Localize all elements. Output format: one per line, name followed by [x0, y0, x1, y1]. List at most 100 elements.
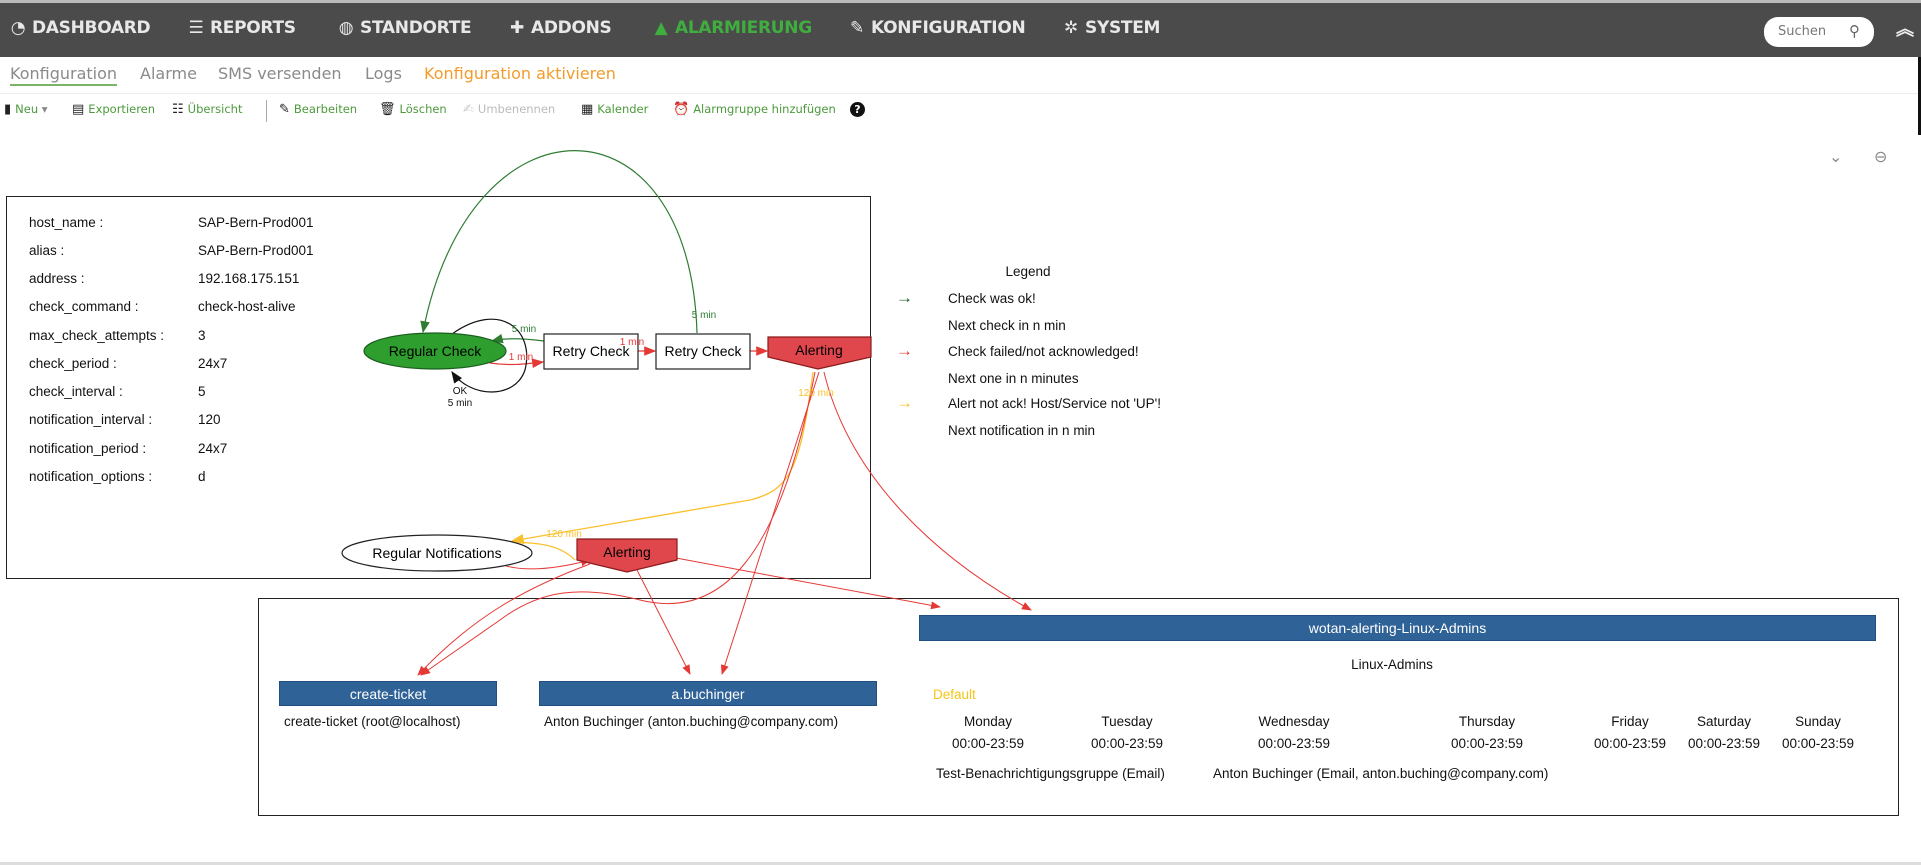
- edge-label: 5 min: [692, 310, 716, 321]
- edge-alerting2-to-group: [675, 557, 941, 610]
- host-value: SAP-Bern-Prod001: [198, 215, 314, 230]
- edge-label: 1 min: [620, 337, 644, 348]
- day-name: Friday: [1611, 714, 1649, 729]
- group-member: Test-Benachrichtigungsgruppe (Email): [936, 766, 1165, 781]
- node-alerting-label: Alerting: [795, 342, 842, 358]
- nav-konfiguration[interactable]: ✎KONFIGURATION: [847, 18, 1026, 38]
- edge-label: OK: [453, 386, 468, 397]
- contact-a-buchinger[interactable]: a.buchinger: [539, 681, 877, 706]
- contact-group-linux-admins[interactable]: wotan-alerting-Linux-Admins: [919, 615, 1876, 641]
- nav-standorte[interactable]: ◍ STANDORTE: [336, 18, 472, 38]
- host-value: check-host-alive: [198, 299, 296, 314]
- day-time: 00:00-23:59: [1593, 736, 1667, 751]
- legend-entry: Next one in n minutes: [948, 371, 1079, 386]
- delete-label: Löschen: [399, 102, 447, 116]
- green-arrow-icon: →: [896, 288, 913, 307]
- contacts-box: [258, 598, 1899, 816]
- help-icon: ?: [850, 102, 865, 117]
- legend-entry: Next check in n min: [948, 318, 1066, 333]
- overview-label: Übersicht: [187, 102, 243, 116]
- nav-system[interactable]: ✲ SYSTEM: [1061, 18, 1160, 38]
- nav-label: DASHBOARD: [32, 18, 151, 38]
- search-icon[interactable]: ⚲: [1849, 22, 1860, 40]
- edit-button[interactable]: ✎Bearbeiten: [279, 102, 357, 117]
- group-alias: Linux-Admins: [1351, 657, 1433, 672]
- nav-label: STANDORTE: [360, 18, 472, 38]
- new-button[interactable]: ▮Neu ▾: [4, 102, 48, 117]
- contact-create-ticket[interactable]: create-ticket: [279, 681, 497, 706]
- day-time: 00:00-23:59: [1090, 736, 1164, 751]
- host-value: 3: [198, 328, 206, 343]
- edge-retry2-to-regular-check: [420, 150, 698, 334]
- gear-icon: ✲: [1064, 18, 1078, 38]
- host-key: notification_options :: [29, 469, 153, 484]
- edge-alerting-to-create-ticket: [420, 371, 816, 676]
- scrollbar[interactable]: [1918, 57, 1921, 135]
- divider: [0, 93, 1918, 94]
- add-group-label: Alarmgruppe hinzufügen: [693, 102, 836, 116]
- nav-alarmierung[interactable]: ▲ALARMIERUNG: [651, 18, 813, 38]
- edge-retry1-to-regular-check: [490, 333, 545, 344]
- buchinger-detail: Anton Buchinger (anton.buching@company.c…: [544, 714, 839, 729]
- overview-button[interactable]: ☷Übersicht: [172, 102, 242, 117]
- nav-label: SYSTEM: [1085, 18, 1161, 38]
- nav-reports[interactable]: ☰REPORTS: [186, 18, 296, 38]
- add-alarm-group-button[interactable]: ⏰Alarmgruppe hinzufügen: [673, 102, 836, 117]
- new-label: Neu: [15, 102, 39, 116]
- collapse-chevron-icon[interactable]: ︽: [1896, 19, 1914, 39]
- edge-alerting-to-buchinger: [720, 371, 820, 675]
- export-label: Exportieren: [88, 102, 156, 116]
- export-button[interactable]: ▤Exportieren: [72, 102, 155, 117]
- dashboard-logo-icon: ◔: [10, 18, 26, 38]
- delete-button[interactable]: 🗑Löschen: [379, 102, 447, 117]
- host-value: 5: [198, 384, 206, 399]
- help-button[interactable]: ?: [850, 102, 869, 117]
- subnav-konfiguration[interactable]: Konfiguration: [10, 64, 118, 86]
- nav-label: ALARMIERUNG: [675, 18, 812, 38]
- node-retry-check-2-label: Retry Check: [664, 343, 742, 359]
- search-input[interactable]: Suchen⚲: [1764, 17, 1874, 47]
- day-name: Thursday: [1458, 714, 1516, 729]
- calendar-button[interactable]: ▦Kalender: [581, 102, 648, 117]
- subnav-activate[interactable]: Konfiguration aktivieren: [424, 64, 616, 83]
- legend-entry: Alert not ack! Host/Service not 'UP'!: [948, 396, 1161, 411]
- nav-addons[interactable]: ✚ADDONS: [507, 18, 612, 38]
- node-regular-check-label: Regular Check: [389, 343, 483, 359]
- day-name: Tuesday: [1101, 714, 1153, 729]
- edge-ok-self-loop: [451, 318, 528, 393]
- legend-title: Legend: [1005, 264, 1051, 279]
- puzzle-icon: ✚: [510, 18, 524, 38]
- node-regular-notifications-label: Regular Notifications: [372, 545, 501, 561]
- caret-down-icon: ▾: [41, 102, 48, 116]
- subnav-alarme[interactable]: Alarme: [140, 64, 197, 83]
- calendar-label: Kalender: [597, 102, 649, 116]
- calendar-icon: ▦: [581, 102, 594, 117]
- nav-dashboard[interactable]: ◔ DASHBOARD: [8, 18, 151, 38]
- day-time: 00:00-23:59: [1450, 736, 1524, 751]
- globe-icon: ◍: [338, 18, 354, 38]
- chevron-down-icon[interactable]: ⌄: [1829, 149, 1843, 166]
- rename-button[interactable]: ✍Umbenennen: [463, 102, 555, 117]
- edge-alerting-to-group: [823, 371, 1032, 611]
- day-name: Sunday: [1795, 714, 1841, 729]
- red-arrow-icon: →: [896, 341, 913, 360]
- group-member: Anton Buchinger (Email, anton.buching@co…: [1213, 766, 1549, 781]
- edit-label: Bearbeiten: [293, 102, 358, 116]
- create-ticket-detail: create-ticket (root@localhost): [284, 714, 461, 729]
- zoom-out-icon[interactable]: ⊖: [1874, 149, 1888, 166]
- host-key: notification_interval :: [29, 412, 153, 427]
- node-alerting-2-label: Alerting: [603, 544, 650, 560]
- legend-entry: Next notification in n min: [948, 423, 1096, 438]
- edge-notifications-to-alerting2: [505, 558, 591, 570]
- day-time: 00:00-23:59: [951, 736, 1025, 751]
- host-value: 192.168.175.151: [198, 271, 300, 286]
- edge-alerting-to-notifications: [510, 371, 814, 545]
- edge-label: 120 min: [798, 388, 834, 399]
- bottom-border: [0, 862, 1921, 865]
- host-key: host_name :: [29, 215, 104, 230]
- main-nav: ◔ DASHBOARD ☰REPORTS ◍ STANDORTE ✚ADDONS ▲…: [0, 3, 1921, 57]
- edge-label: 5 min: [448, 398, 472, 409]
- edit-icon: ✎: [279, 102, 290, 117]
- subnav-logs[interactable]: Logs: [365, 64, 402, 83]
- subnav-sms[interactable]: SMS versenden: [218, 64, 342, 83]
